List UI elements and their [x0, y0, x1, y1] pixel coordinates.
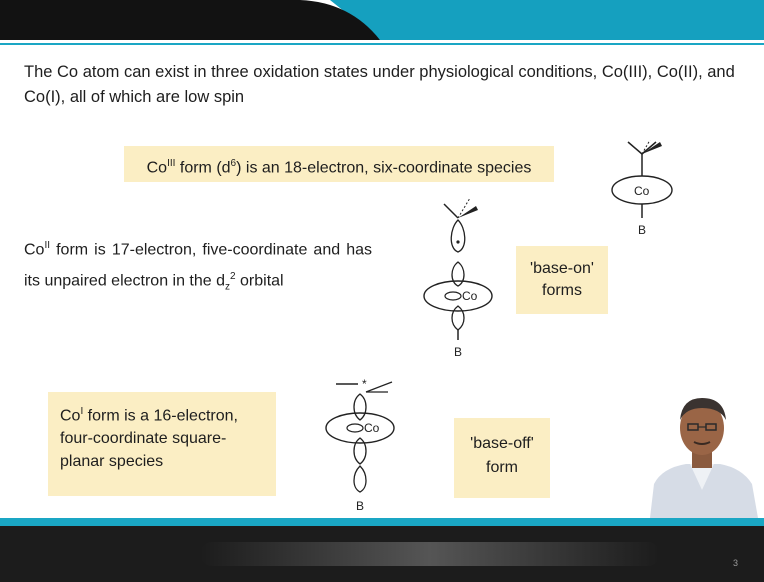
co2-sub: z: [225, 281, 231, 293]
co2-co-label: Co: [462, 289, 478, 303]
co3-sup2: 6: [230, 158, 237, 169]
co1-text: form is a 16-electron, four-coordinate s…: [60, 407, 238, 471]
co3-structure-diagram: Co B: [600, 139, 684, 260]
co3-co-label: Co: [634, 184, 650, 198]
co2-suffix: orbital: [235, 272, 284, 290]
co3-b-label: B: [638, 223, 646, 237]
co1-structure-diagram: * Co B: [322, 377, 418, 518]
base-on-label-box: 'base-on' forms: [516, 246, 608, 314]
base-on-line1: 'base-on': [530, 260, 594, 277]
top-header-band: [0, 0, 764, 48]
base-off-line2: form: [486, 459, 518, 476]
base-off-line1: 'base-off': [470, 435, 534, 452]
footer-bar: 3: [0, 526, 764, 582]
co3-description-box: CoIII form (d6) is an 18-electron, six-c…: [124, 146, 554, 182]
co2-description: CoII form is 17-electron, five-coordinat…: [24, 232, 372, 301]
page-number: 3: [732, 558, 738, 568]
footer-glow: [200, 542, 660, 566]
svg-text:*: *: [362, 378, 367, 391]
co2-sup2: 2: [230, 271, 236, 283]
co3-sup: III: [167, 158, 176, 169]
co3-suffix: ) is an 18-electron, six-coordinate spec…: [236, 159, 532, 177]
co3-mid: form (d: [175, 159, 231, 177]
base-on-line2: forms: [542, 282, 582, 299]
co2-sup: II: [44, 240, 51, 251]
co2-mid: form is 17-electron, five-coordinate and…: [24, 241, 372, 290]
co2-b-label: B: [454, 345, 462, 359]
co3-prefix: Co: [146, 159, 168, 177]
co1-b-label: B: [356, 499, 364, 513]
presenter-video-inset: [640, 372, 764, 518]
co2-structure-diagram: Co B: [420, 196, 516, 372]
co1-description-box: CoI form is a 16-electron, four-coordina…: [48, 392, 276, 496]
intro-text: The Co atom can exist in three oxidation…: [24, 63, 735, 106]
base-off-label-box: 'base-off' form: [454, 418, 550, 498]
co1-prefix: Co: [60, 407, 81, 425]
bottom-accent-line: [0, 518, 764, 526]
co1-sup: I: [80, 406, 84, 417]
co1-co-label: Co: [364, 421, 380, 435]
co2-prefix: Co: [24, 241, 45, 259]
